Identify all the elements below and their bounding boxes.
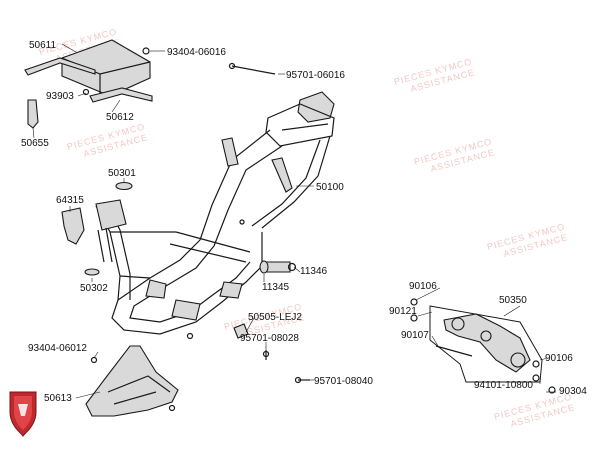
label-50301: 50301 (108, 168, 136, 179)
headtube-part (95, 199, 127, 231)
pivot-bolt-group (259, 260, 297, 274)
bolt-90107 (435, 345, 473, 357)
label-95701-08028: 95701-08028 (240, 333, 299, 344)
assembly-bounding-frame (429, 305, 543, 383)
label-50505-lej2: 50505-LEJ2 (248, 312, 302, 323)
label-93903: 93903 (46, 91, 74, 102)
bracket-64315-part (61, 207, 85, 245)
label-95701-08040: 95701-08040 (314, 376, 373, 387)
bolt-90304 (548, 386, 556, 394)
bolt-93903 (82, 88, 90, 96)
label-90304: 90304 (559, 386, 587, 397)
label-93404-06016: 93404-06016 (167, 47, 226, 58)
battery-bracket-assembly (24, 39, 276, 129)
leader-lines (32, 43, 556, 399)
label-50612: 50612 (106, 112, 134, 123)
washer-90121 (410, 314, 418, 322)
label-11345: 11345 (262, 282, 290, 293)
engine-hanger-assembly (410, 298, 556, 394)
label-90106-upper: 90106 (409, 281, 437, 292)
main-frame-part (95, 91, 335, 340)
bushing-50301 (115, 181, 133, 191)
label-50350: 50350 (499, 295, 527, 306)
clip-50655-part (27, 99, 39, 129)
lower-cover-part (85, 345, 179, 417)
label-94101-10800: 94101-10800 (474, 380, 533, 391)
label-50100: 50100 (316, 182, 344, 193)
clip-50505-part (233, 323, 249, 339)
part-labels: 50611 93404-06016 93903 50612 50655 9570… (21, 40, 587, 404)
label-50302: 50302 (80, 283, 108, 294)
bolt-93404-06016 (142, 47, 150, 55)
bushing-50302 (84, 268, 100, 276)
bracket-strap-upper (24, 57, 96, 76)
label-64315: 64315 (56, 195, 84, 206)
label-11346: 11346 (300, 266, 328, 277)
label-90106-lower: 90106 (545, 353, 573, 364)
nut-90106-lower (532, 360, 540, 368)
bracket-strap-lower (89, 87, 153, 103)
shield-logo-icon (9, 391, 37, 438)
label-50611: 50611 (29, 40, 57, 51)
label-50613: 50613 (44, 393, 72, 404)
battery-box-part (61, 39, 151, 97)
clip-50505-group (233, 323, 310, 384)
hanger-link-part (443, 313, 531, 373)
frame-head-plate (297, 91, 335, 123)
lower-cover-assembly (85, 345, 179, 417)
label-90121: 90121 (389, 306, 417, 317)
front-headtube-parts (61, 181, 133, 276)
bolt-93404-06012 (90, 356, 98, 364)
hose-95701-06016 (231, 65, 276, 75)
label-95701-06016: 95701-06016 (286, 70, 345, 81)
label-90107: 90107 (401, 330, 429, 341)
label-93404-06012: 93404-06012 (28, 343, 87, 354)
label-50655: 50655 (21, 138, 49, 149)
nut-90106-upper (410, 298, 418, 306)
